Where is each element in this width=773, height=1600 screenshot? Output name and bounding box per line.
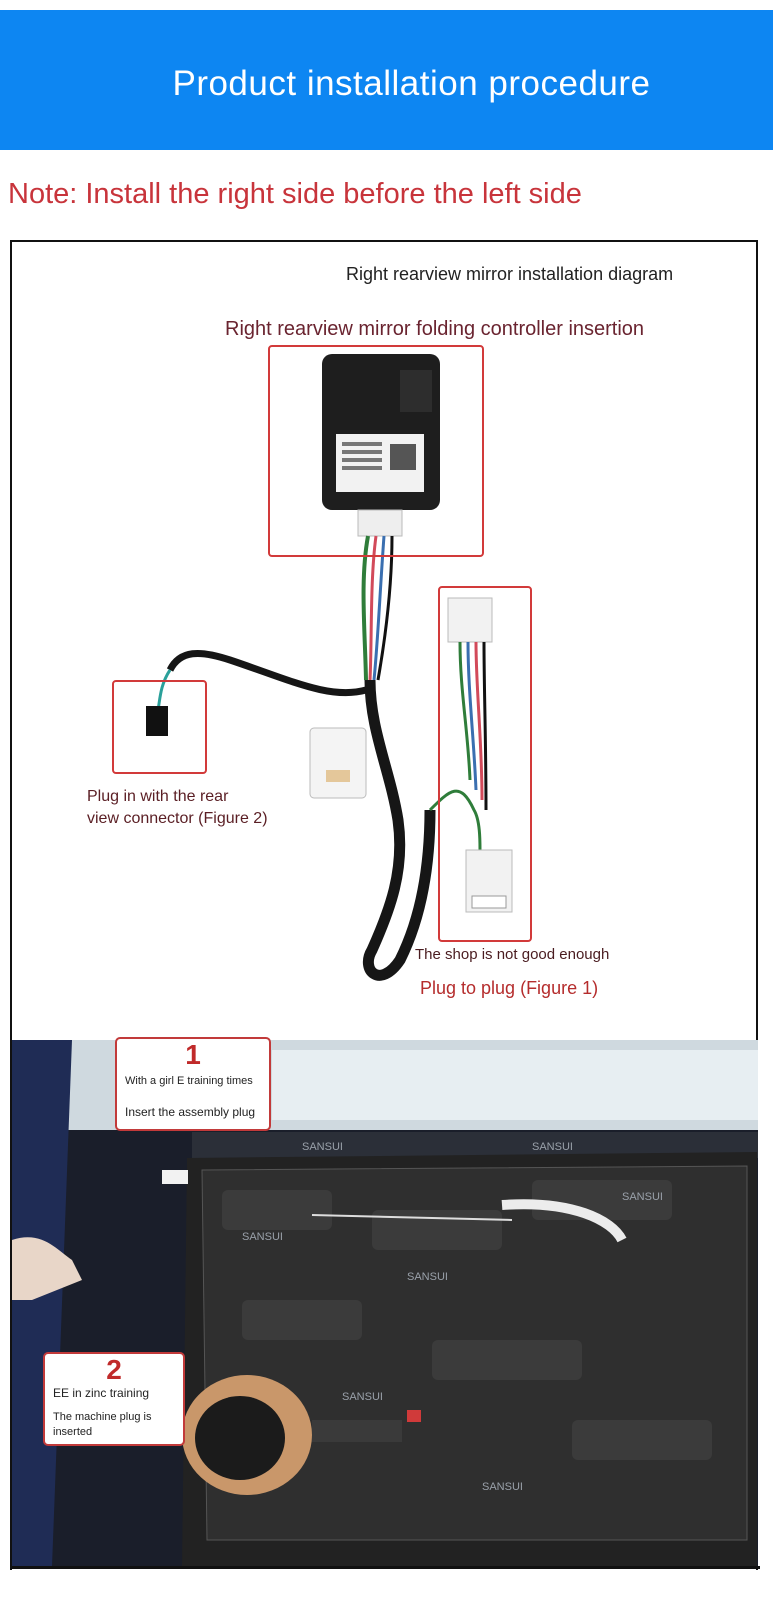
header-banner: Product installation procedure [0, 10, 773, 150]
step-1-line1: With a girl E training times [125, 1075, 253, 1087]
wiring-harness-icon [130, 350, 750, 1010]
shop-note-label: The shop is not good enough [415, 946, 610, 963]
plug-to-plug-label: Plug to plug (Figure 1) [420, 978, 599, 998]
step-2-line2: The machine plug is inserted [53, 1411, 152, 1438]
step-1-line2: Insert the assembly plug [125, 1105, 256, 1119]
svg-text:SANSUI: SANSUI [342, 1391, 383, 1403]
svg-text:SANSUI: SANSUI [302, 1141, 343, 1153]
controller-module-icon [322, 354, 440, 537]
diagram-frame [10, 240, 758, 1570]
diagram-subtitle: Right rearview mirror folding controller… [225, 318, 645, 340]
step-1-number: 1 [185, 1039, 201, 1070]
svg-text:SANSUI: SANSUI [242, 1231, 283, 1243]
frame-bottom-border [10, 1566, 760, 1569]
controller-highlight-box [268, 345, 484, 557]
step-2-callout: 2 EE in zinc training The machine plug i… [43, 1352, 185, 1446]
plug-to-plug-highlight-box [438, 586, 532, 942]
svg-text:SANSUI: SANSUI [532, 1141, 573, 1153]
step-1-callout: 1 With a girl E training times Insert th… [115, 1037, 271, 1131]
step-2-number: 2 [106, 1354, 122, 1385]
svg-text:SANSUI: SANSUI [622, 1191, 663, 1203]
svg-text:SANSUI: SANSUI [407, 1271, 448, 1283]
install-note: Note: Install the right side before the … [8, 178, 582, 210]
rear-connector-label-line1: Plug in with the rear [87, 788, 229, 805]
svg-text:SANSUI: SANSUI [482, 1481, 523, 1493]
diagram-title: Right rearview mirror installation diagr… [346, 264, 674, 284]
page-title: Product installation procedure [172, 64, 651, 103]
rear-connector-label-line2: view connector (Figure 2) [87, 810, 268, 827]
step-2-line1: EE in zinc training [53, 1386, 150, 1400]
rear-view-connector-highlight-box [112, 680, 207, 774]
